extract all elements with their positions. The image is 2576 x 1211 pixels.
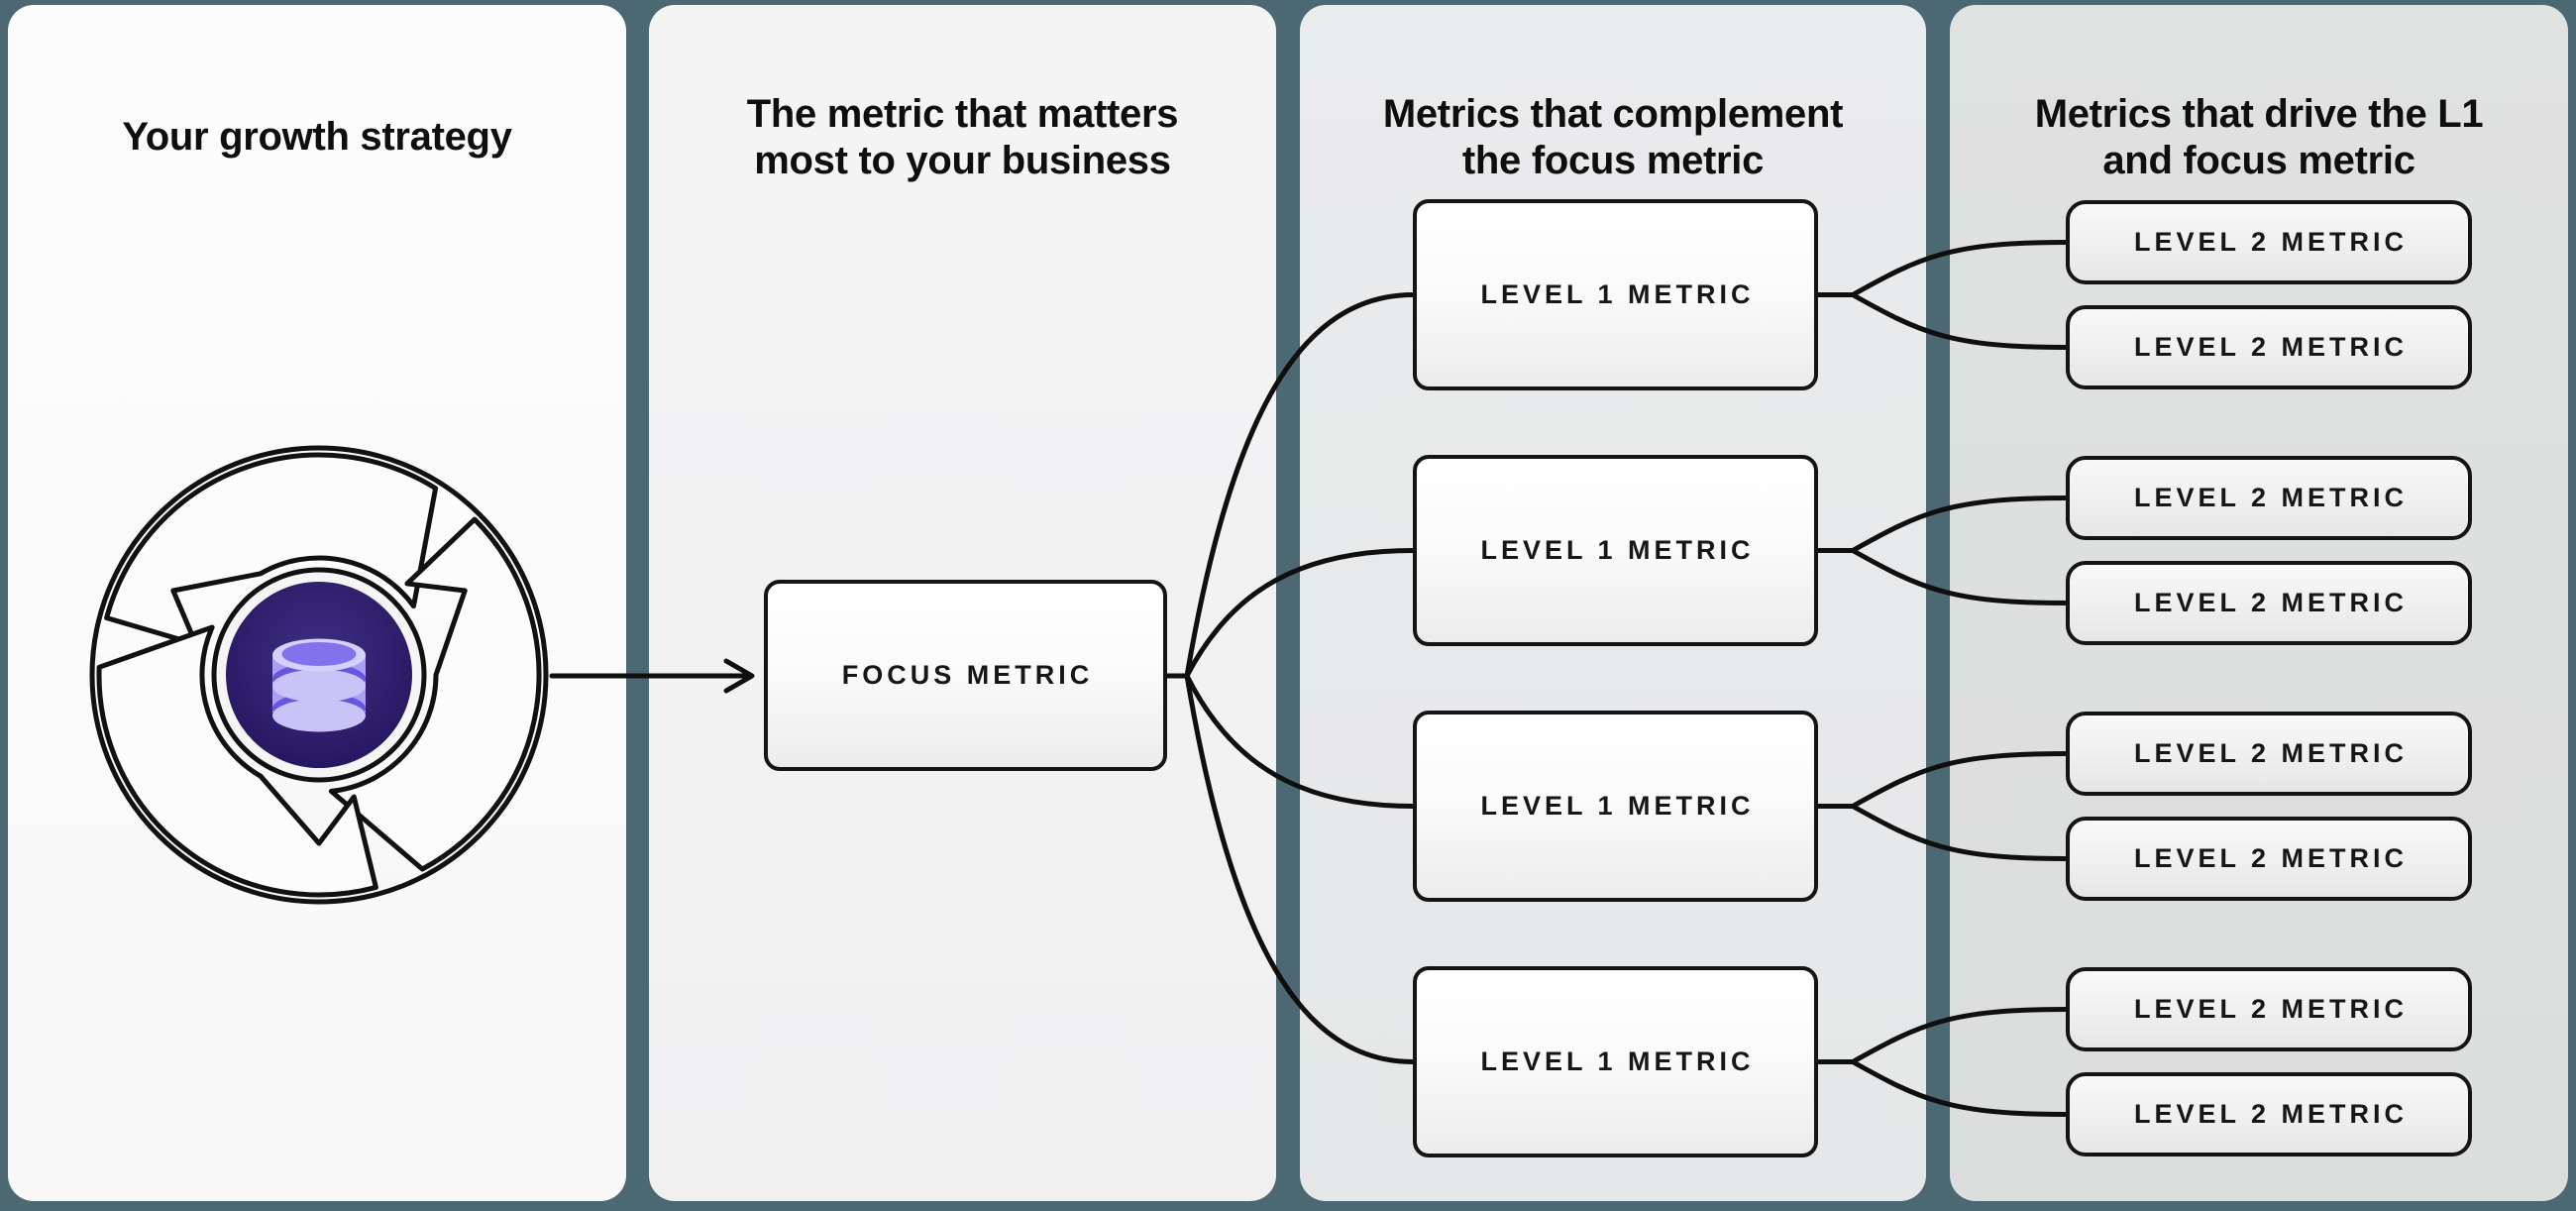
level1-metric-label: LEVEL 1 METRIC bbox=[1480, 279, 1755, 309]
level2-metric-label: LEVEL 2 METRIC bbox=[2133, 588, 2409, 617]
connector-l1-l2 bbox=[1850, 495, 2069, 553]
flywheel-blade bbox=[96, 624, 378, 898]
title-line: most to your business bbox=[754, 139, 1171, 183]
title-line: and focus metric bbox=[2102, 139, 2415, 183]
level2-metric-label: LEVEL 2 METRIC bbox=[2133, 843, 2409, 873]
panel-focus-metric-title: The metric that matters most to your bus… bbox=[649, 38, 1276, 184]
level2-metric-node: LEVEL 2 METRIC bbox=[2066, 1072, 2472, 1156]
level1-metric-node: LEVEL 1 METRIC bbox=[1413, 199, 1818, 390]
level2-metric-label: LEVEL 2 METRIC bbox=[2133, 227, 2409, 257]
panel-driver-metrics-title: Metrics that drive the L1 and focus metr… bbox=[1950, 38, 2568, 184]
connector-l1-l2 bbox=[1850, 751, 2069, 809]
connector-focus-l1 bbox=[1184, 673, 1416, 1064]
flywheel-blades bbox=[96, 452, 542, 898]
arrowhead-icon bbox=[723, 658, 755, 694]
level2-metric-node: LEVEL 2 METRIC bbox=[2066, 456, 2472, 540]
level2-metric-node: LEVEL 2 METRIC bbox=[2066, 561, 2472, 645]
connector-focus-l1 bbox=[1184, 548, 1416, 679]
level2-metric-label: LEVEL 2 METRIC bbox=[2133, 1099, 2409, 1129]
database-icon bbox=[272, 638, 366, 732]
panel-focus-metric: The metric that matters most to your bus… bbox=[649, 5, 1276, 1201]
level1-metric-node: LEVEL 1 METRIC bbox=[1413, 966, 1818, 1157]
title-line: Metrics that complement bbox=[1382, 92, 1844, 137]
focus-metric-node: FOCUS METRIC bbox=[764, 580, 1167, 771]
level2-metric-label: LEVEL 2 METRIC bbox=[2133, 332, 2409, 362]
level1-metric-label: LEVEL 1 METRIC bbox=[1480, 1046, 1755, 1076]
connector-focus-l1 bbox=[1184, 292, 1416, 679]
level2-metric-node: LEVEL 2 METRIC bbox=[2066, 817, 2472, 901]
title-line: the focus metric bbox=[1461, 139, 1765, 183]
level2-metric-label: LEVEL 2 METRIC bbox=[2133, 994, 2409, 1024]
title-line: The metric that matters bbox=[746, 92, 1179, 137]
connector-focus-l1 bbox=[1184, 673, 1416, 809]
connector-l1-l2 bbox=[1850, 804, 2069, 861]
connector-l1-l2 bbox=[1850, 292, 2069, 350]
connector-l1-l2 bbox=[1850, 1059, 2069, 1117]
connector-l1-l2 bbox=[1850, 1007, 2069, 1064]
level2-metric-node: LEVEL 2 METRIC bbox=[2066, 305, 2472, 389]
level2-metric-label: LEVEL 2 METRIC bbox=[2133, 483, 2409, 512]
level2-metric-node: LEVEL 2 METRIC bbox=[2066, 200, 2472, 284]
connector-l1-l2 bbox=[1850, 240, 2069, 297]
panel-growth-strategy-title: Your growth strategy bbox=[8, 38, 626, 161]
title-line: Metrics that drive the L1 bbox=[2034, 92, 2484, 137]
level2-metric-node: LEVEL 2 METRIC bbox=[2066, 967, 2472, 1051]
focus-metric-label: FOCUS METRIC bbox=[841, 660, 1094, 690]
level2-metric-label: LEVEL 2 METRIC bbox=[2133, 738, 2409, 768]
level1-metric-node: LEVEL 1 METRIC bbox=[1413, 711, 1818, 902]
flywheel-icon bbox=[89, 445, 549, 905]
level2-metric-node: LEVEL 2 METRIC bbox=[2066, 712, 2472, 796]
title-line: Your growth strategy bbox=[122, 115, 512, 160]
connector-l1-l2 bbox=[1850, 548, 2069, 606]
level1-metric-label: LEVEL 1 METRIC bbox=[1480, 791, 1755, 821]
flywheel-blade bbox=[328, 516, 542, 872]
flywheel-blade bbox=[104, 452, 439, 647]
panel-complement-metrics-title: Metrics that complement the focus metric bbox=[1300, 38, 1926, 184]
level1-metric-label: LEVEL 1 METRIC bbox=[1480, 535, 1755, 565]
level1-metric-node: LEVEL 1 METRIC bbox=[1413, 455, 1818, 646]
